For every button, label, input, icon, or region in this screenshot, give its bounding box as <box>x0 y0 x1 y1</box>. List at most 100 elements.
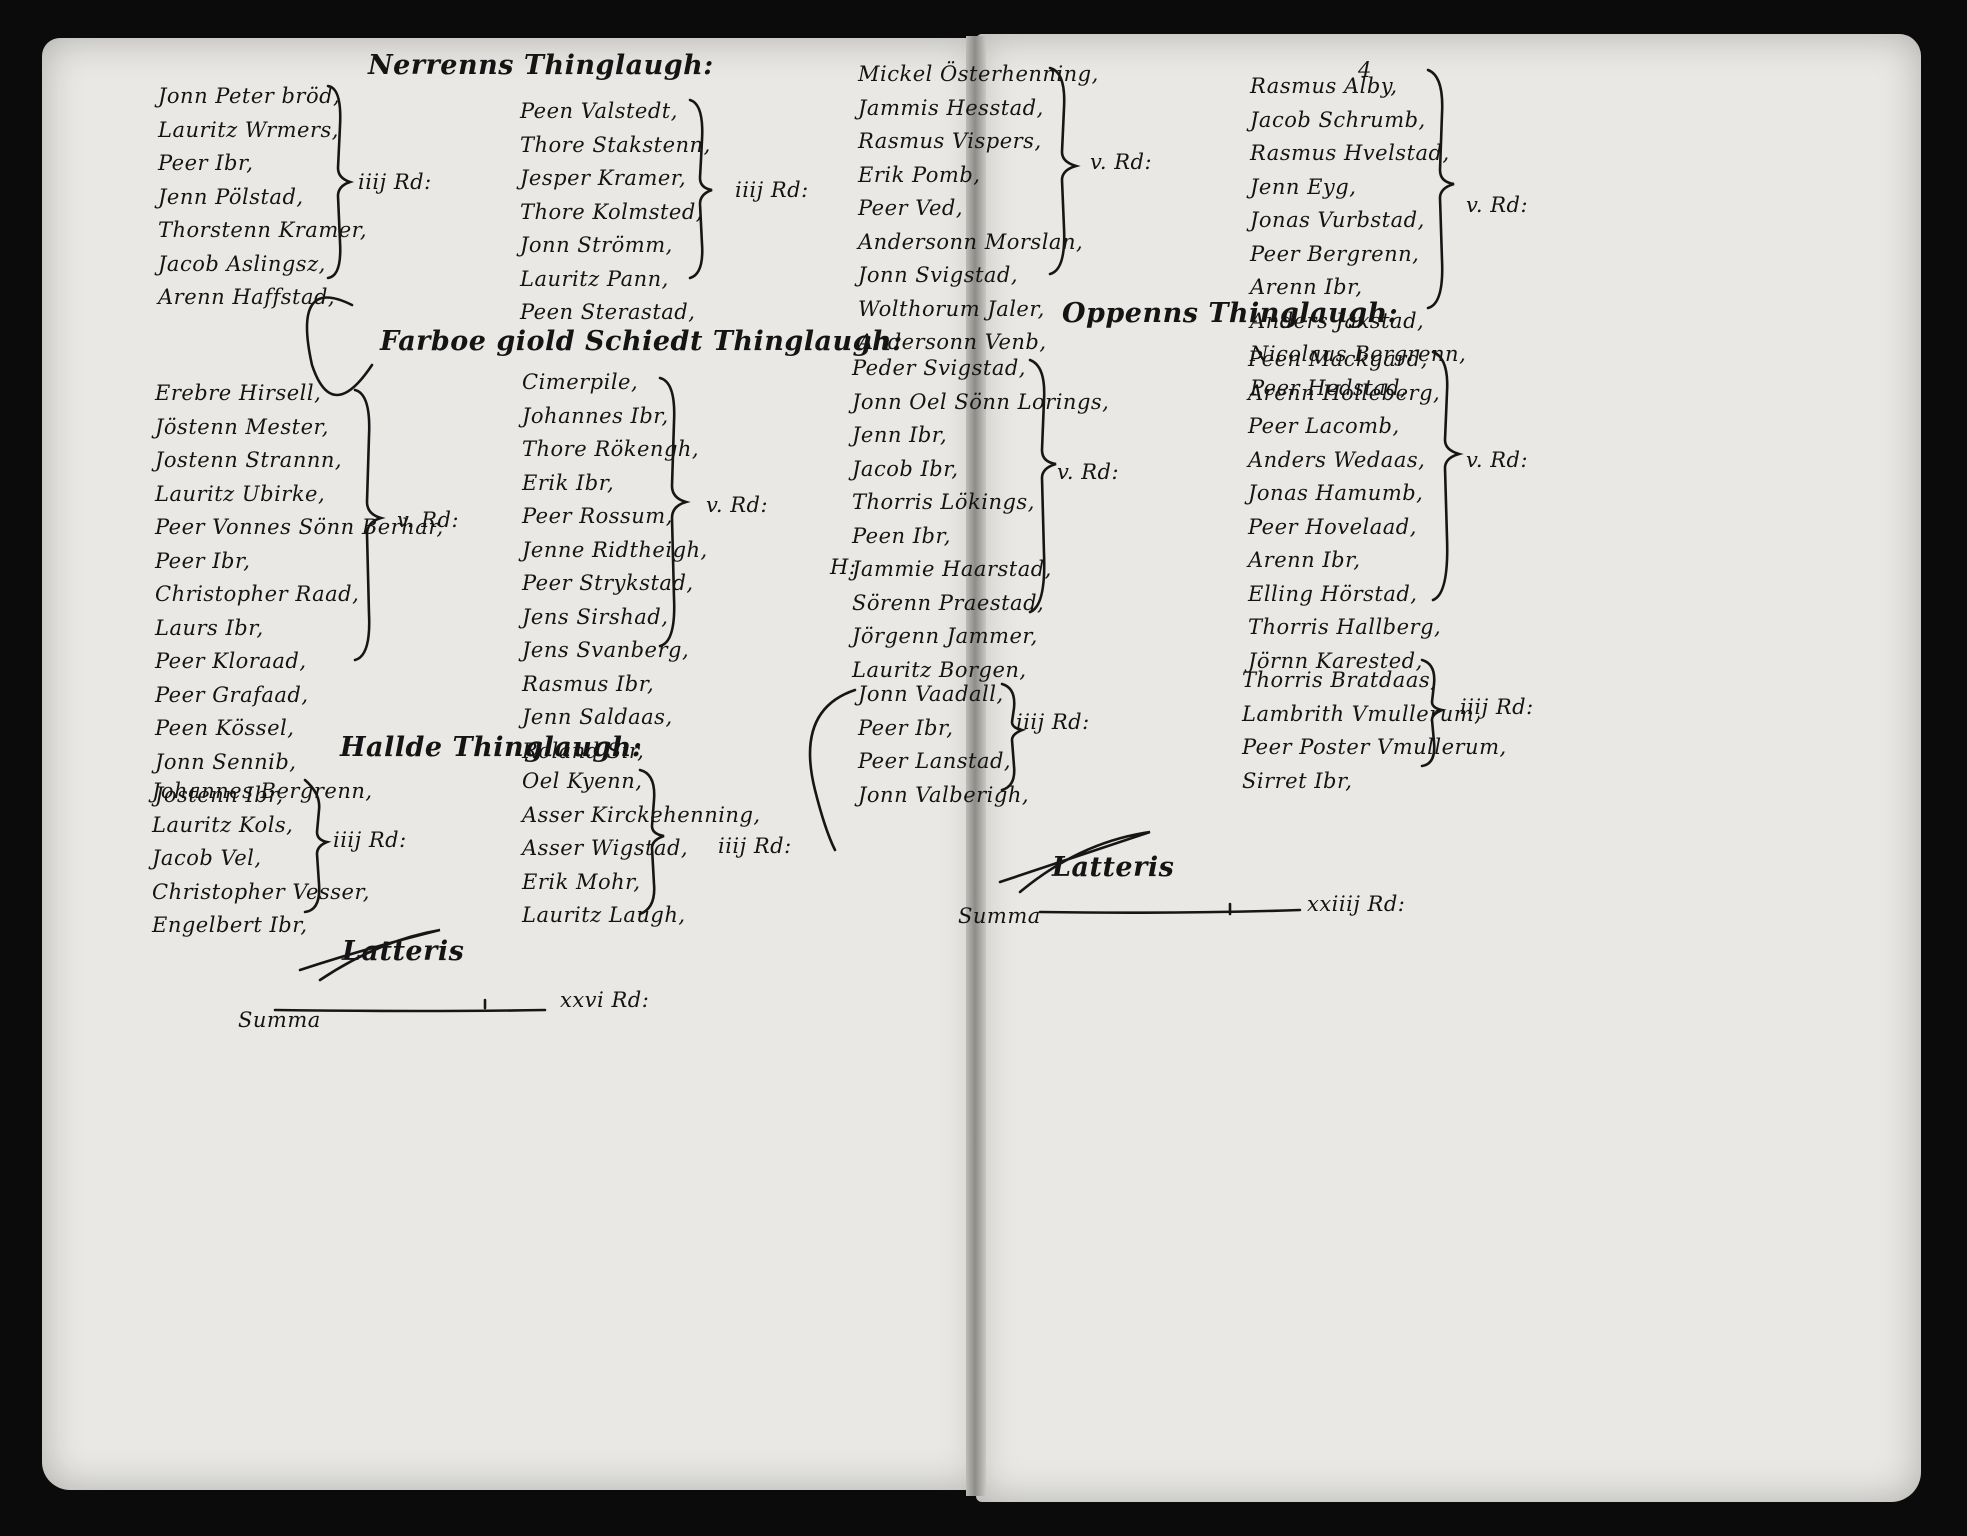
name-entry: Jonn Oel Sönn Lorings, <box>852 389 1110 414</box>
section-total: iiij Rd: <box>333 828 407 852</box>
section-total: v. Rd: <box>1057 460 1120 484</box>
name-entry: Jenne Ridtheigh, <box>522 537 708 562</box>
name-entry: Peer Strykstad, <box>522 571 694 595</box>
name-entry: Laurs Ibr, <box>155 615 264 640</box>
name-entry: Peer Hedstad, <box>1250 375 1408 400</box>
name-entry: Peen Sterastad, <box>520 300 696 324</box>
book-gutter <box>966 36 986 1496</box>
name-entry: Peen Valstedt, <box>520 99 678 123</box>
name-entry: Jonn Valberigh, <box>858 782 1030 807</box>
name-entry: Peer Hovelaad, <box>1248 514 1417 539</box>
name-entry: Jacob Vel, <box>152 846 262 870</box>
name-entry: Peder Svigstad, <box>852 356 1026 380</box>
section-total: iiij Rd: <box>1460 695 1534 719</box>
summa-word: Latteris <box>342 936 465 967</box>
name-column: Jonn Peter bröd,Lauritz Wrmers,Peer Ibr,… <box>158 80 367 315</box>
summa-total: xxiiij Rd: <box>1307 892 1406 916</box>
name-entry: Jonn Svigstad, <box>858 263 1019 287</box>
section-total: iiij Rd: <box>735 178 809 202</box>
name-entry: Rasmus Alby, <box>1250 74 1398 98</box>
name-entry: Erebre Hirsell, <box>155 381 322 405</box>
section-heading: Hallde Thinglaugh: <box>340 732 643 763</box>
name-entry: Andersonn Morslan, <box>858 229 1084 254</box>
section-total: v. Rd: <box>1466 448 1529 472</box>
name-column: Peen Mackgard,Arenn Holleberg,Peer Lacom… <box>1248 343 1441 678</box>
name-entry: Jörnn Karested, <box>1248 648 1423 673</box>
name-entry: Rasmus Vispers, <box>858 129 1042 153</box>
name-entry: Peer Rossum, <box>522 504 673 528</box>
name-entry: Anders Wedaas, <box>1248 447 1426 472</box>
name-entry: Jenn Eyg, <box>1250 174 1357 199</box>
name-entry: Jonn Vaadall, <box>858 682 1004 706</box>
name-entry: Jenn Ibr, <box>852 423 948 447</box>
name-entry: Jonas Hamumb, <box>1248 481 1424 505</box>
name-entry: Lauritz Borgen, <box>852 657 1027 682</box>
name-column: Jonn Vaadall,Peer Ibr,Peer Lanstad,Jonn … <box>858 678 1029 812</box>
name-entry: Peen Mackgard, <box>1248 347 1428 371</box>
name-entry: Jenn Saldaas, <box>522 705 673 729</box>
name-entry: Lauritz Kols, <box>152 812 294 837</box>
name-entry: Jöstenn Mester, <box>155 414 329 439</box>
name-entry: Thore Stakstenn, <box>520 132 711 157</box>
folio-number: 4 <box>1358 58 1372 82</box>
name-entry: Jostenn Strannn, <box>155 448 343 472</box>
name-entry: Nicolaus Bergrenn, <box>1250 342 1467 366</box>
margin-mark: H: <box>830 555 857 579</box>
section-total: v. Rd: <box>1090 150 1153 174</box>
name-column: Erebre Hirsell, Jöstenn Mester, Jostenn St… <box>155 377 444 813</box>
name-entry: Elling Hörstad, <box>1248 581 1418 606</box>
name-entry: Thorstenn Kramer, <box>158 218 368 242</box>
name-entry: Thore Kolmsted, <box>520 199 703 224</box>
name-entry: Jens Svanberg, <box>522 638 690 662</box>
summa-total: xxvi Rd: <box>560 988 650 1012</box>
name-entry: Arenn Ibr, <box>1248 548 1361 572</box>
name-entry: Jammis Hesstad, <box>858 95 1044 120</box>
section-total: iiij Rd: <box>358 170 432 194</box>
name-column: Thorris Bratdaas,Lambrith Vmullerum,Peer… <box>1242 664 1507 798</box>
name-entry: Peer Lanstad, <box>858 749 1012 773</box>
name-entry: Arenn Ibr, <box>1250 275 1363 299</box>
name-entry: Anders Jaxstad, <box>1250 308 1425 333</box>
name-entry: Johannes Ibr, <box>522 403 669 428</box>
name-entry: Thorris Hallberg, <box>1248 615 1442 639</box>
name-entry: Mickel Österhenning, <box>858 62 1099 86</box>
name-entry: Rasmus Hvelstad, <box>1250 141 1450 165</box>
name-column: Johannes Bergrenn,Lauritz Kols,Jacob Vel… <box>152 775 373 943</box>
name-entry: Jonn Strömm, <box>520 233 673 257</box>
name-entry: Sirret Ibr, <box>1242 768 1353 793</box>
name-entry: Cimerpile, <box>522 370 639 394</box>
name-entry: Erik Mohr, <box>522 869 641 894</box>
summa-label: Summa <box>958 904 1041 928</box>
name-entry: Jesper Kramer, <box>520 166 687 190</box>
name-entry: Thorris Lökings, <box>852 490 1035 514</box>
name-entry: Peer Ibr, <box>155 548 251 573</box>
name-entry: Jonn Peter bröd, <box>158 84 341 108</box>
name-entry: Peer Lacomb, <box>1248 414 1400 438</box>
name-column: Peen Valstedt, Thore Stakstenn, Jesper Kra… <box>520 95 711 330</box>
name-entry: Roland Sir, <box>522 738 645 763</box>
name-entry: Sörenn Praestad, <box>852 590 1045 615</box>
summa-word: Latteris <box>1052 852 1175 883</box>
section-total: iiij Rd: <box>718 834 792 858</box>
name-column: Peder Svigstad, Jonn Oel Sönn Lorings, Jen… <box>852 352 1109 687</box>
name-entry: Peer Vonnes Sönn Berhar, <box>155 515 444 539</box>
name-entry: Lauritz Pann, <box>520 266 669 291</box>
summa-label: Summa <box>238 1008 321 1032</box>
name-entry: Erik Ibr, <box>522 470 615 495</box>
name-entry: Oel Kyenn, <box>522 769 643 793</box>
section-total: v. Rd: <box>1466 193 1529 217</box>
name-entry: Peer Grafaad, <box>155 682 309 707</box>
section-heading: Farboe giold Schiedt Thinglaugh: <box>380 326 903 357</box>
name-entry: Christopher Vesser, <box>152 879 370 904</box>
name-entry: Christopher Raad, <box>155 582 360 606</box>
name-entry: Jacob Schrumb, <box>1250 107 1426 132</box>
name-entry: Jammie Haarstad, <box>852 557 1052 581</box>
section-total: iiij Rd: <box>1016 710 1090 734</box>
name-entry: Asser Kirckehenning, <box>522 802 761 827</box>
name-entry: Peer Ibr, <box>158 151 254 175</box>
name-entry: Jörgenn Jammer, <box>852 624 1038 648</box>
name-entry: Lauritz Laugh, <box>522 903 686 927</box>
name-entry: Engelbert Ibr, <box>152 913 308 937</box>
name-entry: Erik Pomb, <box>858 162 981 187</box>
